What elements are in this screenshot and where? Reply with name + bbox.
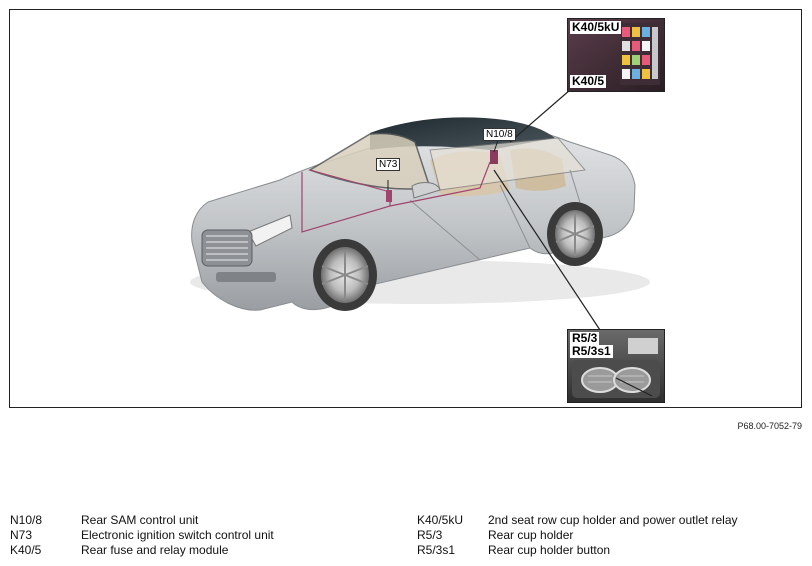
- r5-3-label: R5/3: [570, 331, 600, 345]
- side-windows: [429, 137, 586, 191]
- legend-code: N10/8: [10, 513, 43, 527]
- wiring-harness-branch: [309, 169, 391, 193]
- k40-5-callout-box: K40/5kU K40/5: [567, 18, 665, 92]
- lower-intake: [216, 272, 276, 282]
- front-wheel: [313, 239, 377, 311]
- leader-line-n10-8: [493, 139, 499, 153]
- side-mirror: [411, 182, 441, 199]
- legend-code: N73: [10, 528, 33, 542]
- legend-description: Rear cup holder: [488, 528, 574, 542]
- legend-code: K40/5: [10, 543, 42, 557]
- headlight: [247, 214, 293, 247]
- legend-description: Rear cup holder button: [488, 543, 611, 557]
- n73-marker: [386, 190, 392, 202]
- legend-code: R5/3: [417, 528, 443, 542]
- legend-description: 2nd seat row cup holder and power outlet…: [488, 513, 738, 527]
- n73-tag: N73: [376, 158, 401, 171]
- grille-bars: [206, 235, 248, 261]
- legend-description: Rear fuse and relay module: [81, 543, 229, 557]
- legend-description: Electronic ignition switch control unit: [81, 528, 274, 542]
- leader-line-k40-5: [509, 89, 571, 143]
- car-roof: [370, 117, 555, 150]
- legend-code: R5/3s1: [417, 543, 456, 557]
- figure-reference-id: P68.00-7052-79: [737, 421, 802, 431]
- n10-8-marker: [490, 150, 498, 164]
- legend-description: Rear SAM control unit: [81, 513, 199, 527]
- r5-3-callout-box: R5/3 R5/3s1: [567, 329, 665, 403]
- legend-code: K40/5kU: [417, 513, 464, 527]
- leader-line-r5-3: [493, 169, 601, 331]
- component-location-diagram: K40/5kU K40/5 R5/3 R5/3s1 N10/8 N73: [9, 9, 802, 408]
- car-illustration: [190, 89, 650, 331]
- k40-5-label: K40/5: [570, 74, 607, 88]
- k40-5ku-label: K40/5kU: [570, 20, 622, 34]
- rear-wheel: [547, 202, 603, 266]
- n10-8-tag: N10/8: [483, 128, 516, 141]
- r5-3s1-label: R5/3s1: [570, 344, 613, 358]
